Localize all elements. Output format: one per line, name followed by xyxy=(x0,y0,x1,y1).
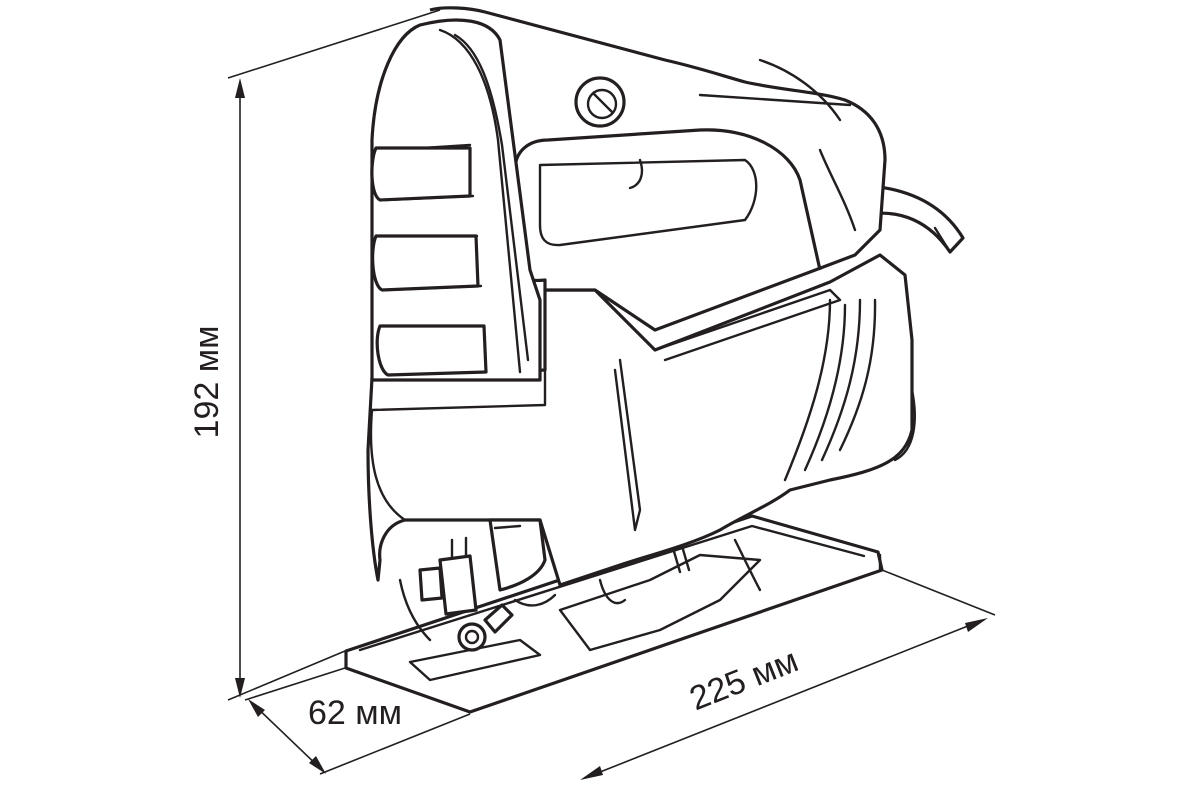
length-label: 225 мм xyxy=(684,641,803,718)
depth-extension-right xyxy=(319,713,471,775)
length-arrow-left xyxy=(580,766,603,780)
height-extension-top xyxy=(227,9,441,79)
speed-dial-knob xyxy=(574,76,626,128)
height-extension-bottom xyxy=(227,650,346,701)
blade-clamp xyxy=(398,518,557,652)
front-grip xyxy=(370,18,542,382)
depth-extension-left xyxy=(244,667,346,701)
motor-housing xyxy=(366,253,916,587)
length-arrow-right xyxy=(965,618,988,632)
height-arrow-top xyxy=(235,78,245,98)
depth-dimension-line xyxy=(251,702,323,771)
depth-arrow-right xyxy=(309,756,326,774)
base-plate xyxy=(344,514,884,714)
height-label: 192 мм xyxy=(188,326,226,439)
handle xyxy=(429,6,887,332)
height-dimension: 192 мм xyxy=(188,9,441,701)
jigsaw-illustration xyxy=(344,6,965,714)
depth-label: 62 мм xyxy=(308,694,402,732)
height-arrow-bottom xyxy=(235,678,245,698)
depth-dimension: 62 мм xyxy=(244,667,471,775)
length-extension-right xyxy=(881,569,996,616)
length-dimension-line xyxy=(584,619,984,779)
depth-arrow-left xyxy=(248,699,265,717)
